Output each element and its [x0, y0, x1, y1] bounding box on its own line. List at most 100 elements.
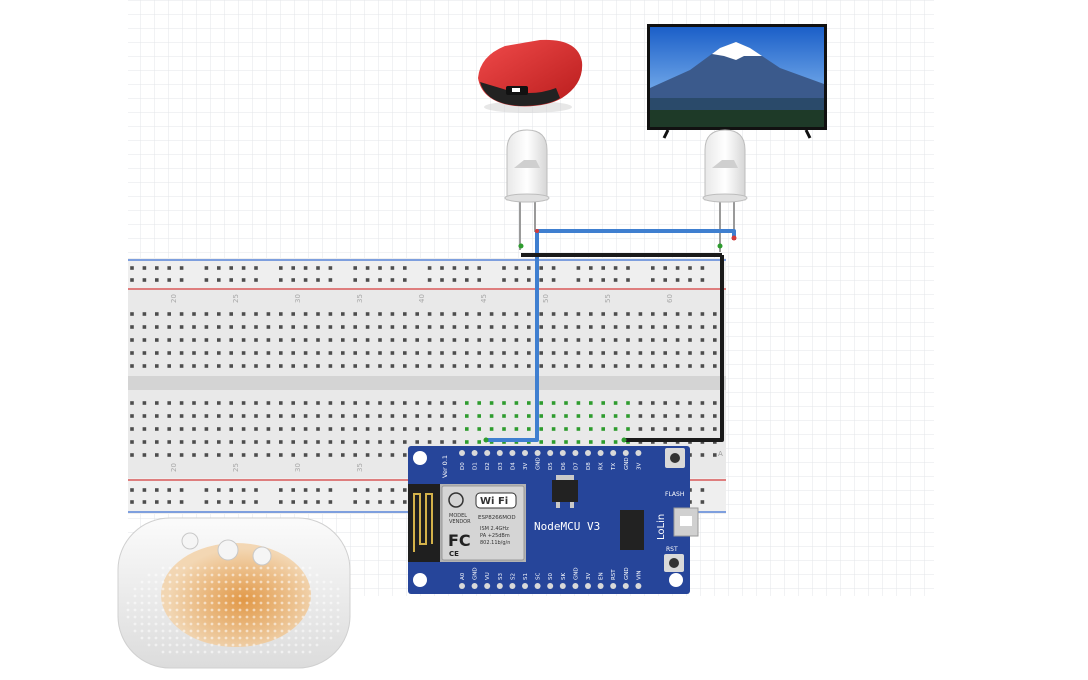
grill-dot: [196, 650, 200, 654]
breadboard-hole: [155, 325, 159, 329]
breadboard-hole: [341, 351, 345, 355]
breadboard-hole: [564, 325, 568, 329]
grill-dot: [147, 636, 151, 640]
grill-dot: [161, 566, 165, 570]
pin-label-top: GND: [624, 457, 630, 470]
breadboard-hole: [328, 325, 333, 329]
model-label: MODEL: [449, 513, 467, 519]
breadboard-hole: [477, 351, 481, 355]
grill-dot: [210, 629, 214, 633]
grill-dot: [280, 629, 284, 633]
breadboard-hole: [142, 266, 147, 270]
breadboard-hole: [514, 401, 519, 405]
breadboard-hole: [452, 401, 457, 405]
breadboard-hole: [229, 414, 233, 418]
grill-dot: [301, 573, 305, 577]
breadboard-hole: [651, 364, 655, 368]
breadboard-hole: [700, 266, 705, 270]
breadboard-hole: [403, 266, 407, 270]
grill-dot: [280, 580, 284, 584]
grill-dot: [217, 615, 221, 619]
breadboard-hole: [130, 453, 134, 457]
breadboard-hole: [328, 488, 333, 492]
pin-label-top: D4: [510, 462, 516, 470]
grill-dot: [147, 601, 151, 605]
breadboard-hole: [589, 312, 593, 316]
breadboard-hole: [192, 325, 196, 329]
pin-label-top: TX: [611, 463, 617, 471]
breadboard-hole: [316, 488, 320, 492]
breadboard-hole: [477, 338, 481, 342]
breadboard-hole: [316, 312, 320, 316]
breadboard-hole: [328, 440, 333, 444]
grill-dot: [217, 594, 221, 598]
pin-label-top: D5: [548, 462, 554, 470]
breadboard-hole: [167, 338, 171, 342]
grill-dot: [224, 615, 228, 619]
breadboard-hole: [204, 351, 209, 355]
grill-dot: [203, 594, 207, 598]
breadboard-hole: [440, 440, 444, 444]
breadboard-hole: [527, 351, 531, 355]
breadboard-hole: [378, 401, 382, 405]
pin-hole-bottom: [509, 583, 516, 589]
grill-dot: [168, 622, 172, 626]
grill-dot: [161, 636, 165, 640]
pin-label-bottom: S2: [510, 573, 516, 580]
breadboard-hole: [179, 440, 184, 444]
grill-dot: [252, 594, 256, 598]
breadboard-hole: [440, 325, 444, 329]
grill-dot: [168, 601, 172, 605]
breadboard-hole: [551, 364, 556, 368]
grill-dot: [126, 615, 130, 619]
breadboard-hole: [378, 351, 382, 355]
grill-dot: [210, 587, 214, 591]
breadboard-hole: [626, 427, 630, 431]
breadboard-hole: [142, 500, 147, 504]
breadboard-hole: [303, 278, 308, 282]
vendor-label: VENDOR: [449, 519, 471, 525]
breadboard-hole: [142, 351, 147, 355]
breadboard-hole: [390, 453, 395, 457]
row-letter: A: [718, 450, 723, 458]
breadboard-hole: [378, 364, 382, 368]
breadboard-hole: [241, 488, 246, 492]
pin-hole-top: [622, 450, 629, 456]
breadboard-hole: [465, 414, 469, 418]
pin-hole-bottom: [496, 583, 503, 589]
breadboard-hole: [204, 440, 209, 444]
breadboard-hole: [241, 427, 246, 431]
grill-dot: [175, 608, 179, 612]
breadboard-hole: [638, 351, 643, 355]
breadboard-hole: [229, 453, 233, 457]
breadboard-hole: [465, 312, 469, 316]
breadboard-hole: [477, 440, 481, 444]
grill-dot: [294, 636, 298, 640]
grill-dot: [273, 566, 277, 570]
breadboard-hole: [576, 325, 581, 329]
breadboard-hole: [217, 453, 221, 457]
breadboard-hole: [452, 440, 457, 444]
breadboard-hole: [241, 453, 246, 457]
breadboard-hole: [279, 351, 283, 355]
grill-dot: [217, 580, 221, 584]
grill-dot: [224, 587, 228, 591]
wifi-logo-icon: [448, 492, 464, 508]
breadboard-hole: [403, 278, 407, 282]
breadboard-hole: [427, 440, 432, 444]
grill-dot: [154, 629, 158, 633]
grill-dot: [196, 601, 200, 605]
breadboard-hole: [142, 278, 147, 282]
breadboard-hole: [427, 351, 432, 355]
grill-dot: [189, 643, 193, 647]
breadboard-hole: [266, 401, 271, 405]
grill-dot: [238, 566, 242, 570]
grill-dot: [224, 566, 228, 570]
grill-dot: [245, 601, 249, 605]
breadboard-hole: [254, 414, 258, 418]
pin-label-bottom: SC: [536, 573, 542, 580]
breadboard-hole: [415, 351, 419, 355]
breadboard-hole: [638, 364, 643, 368]
breadboard-hole: [601, 325, 605, 329]
breadboard-hole: [477, 427, 481, 431]
